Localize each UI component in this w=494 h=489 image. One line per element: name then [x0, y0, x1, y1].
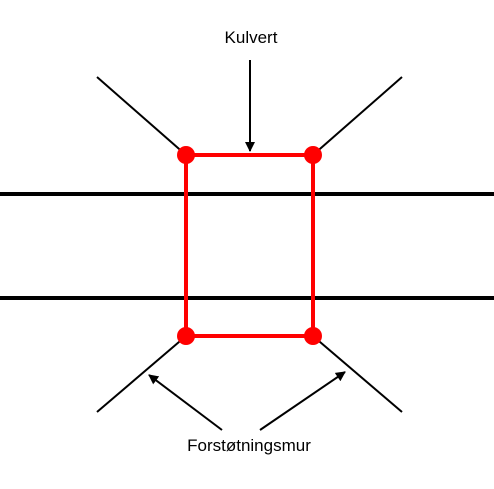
wing-wall-top-right — [312, 76, 403, 156]
wing-wall-bottom-right — [312, 335, 403, 413]
wing-wall-bottom-left — [96, 335, 187, 413]
culvert-corner-bottom-right — [304, 327, 322, 345]
retaining-wall-arrow-right — [259, 371, 346, 431]
culvert-corner-bottom-left — [177, 327, 195, 345]
culvert-corner-top-left — [177, 146, 195, 164]
retaining-wall-arrow-left — [148, 374, 223, 431]
retaining-wall-label: Forstøtningsmur — [187, 436, 311, 455]
culvert-label: Kulvert — [225, 28, 278, 47]
culvert-outline — [184, 153, 315, 338]
wing-wall-top-left — [96, 76, 187, 156]
culvert-corner-top-right — [304, 146, 322, 164]
